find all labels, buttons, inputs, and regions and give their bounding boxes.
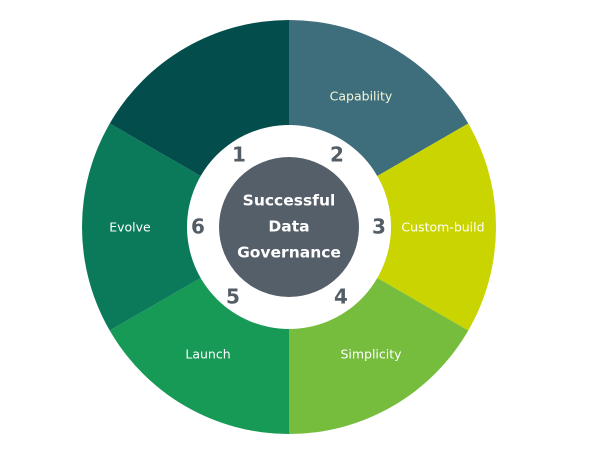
segment-launch <box>82 123 289 331</box>
center-circle <box>219 157 359 297</box>
segment-capability <box>289 123 496 331</box>
step-number: 6 <box>191 215 205 239</box>
step-number: 4 <box>334 285 348 309</box>
segment-label: Evolve <box>109 220 151 235</box>
segment-label: Launch <box>185 347 230 362</box>
center-title-line-1: Successful <box>243 192 336 210</box>
step-number: 5 <box>226 285 240 309</box>
step-numbers-group: 1 2 3 4 5 6 <box>191 143 386 309</box>
center-title-line-3: Governance <box>237 244 341 262</box>
segment-label: Capability <box>330 89 393 104</box>
step-number: 1 <box>232 143 246 167</box>
segment-label: Custom-build <box>401 220 484 235</box>
center-title-line-2: Data <box>268 218 309 236</box>
segment-label: Simplicity <box>340 347 402 362</box>
step-number: 2 <box>330 143 344 167</box>
step-number: 3 <box>372 215 386 239</box>
